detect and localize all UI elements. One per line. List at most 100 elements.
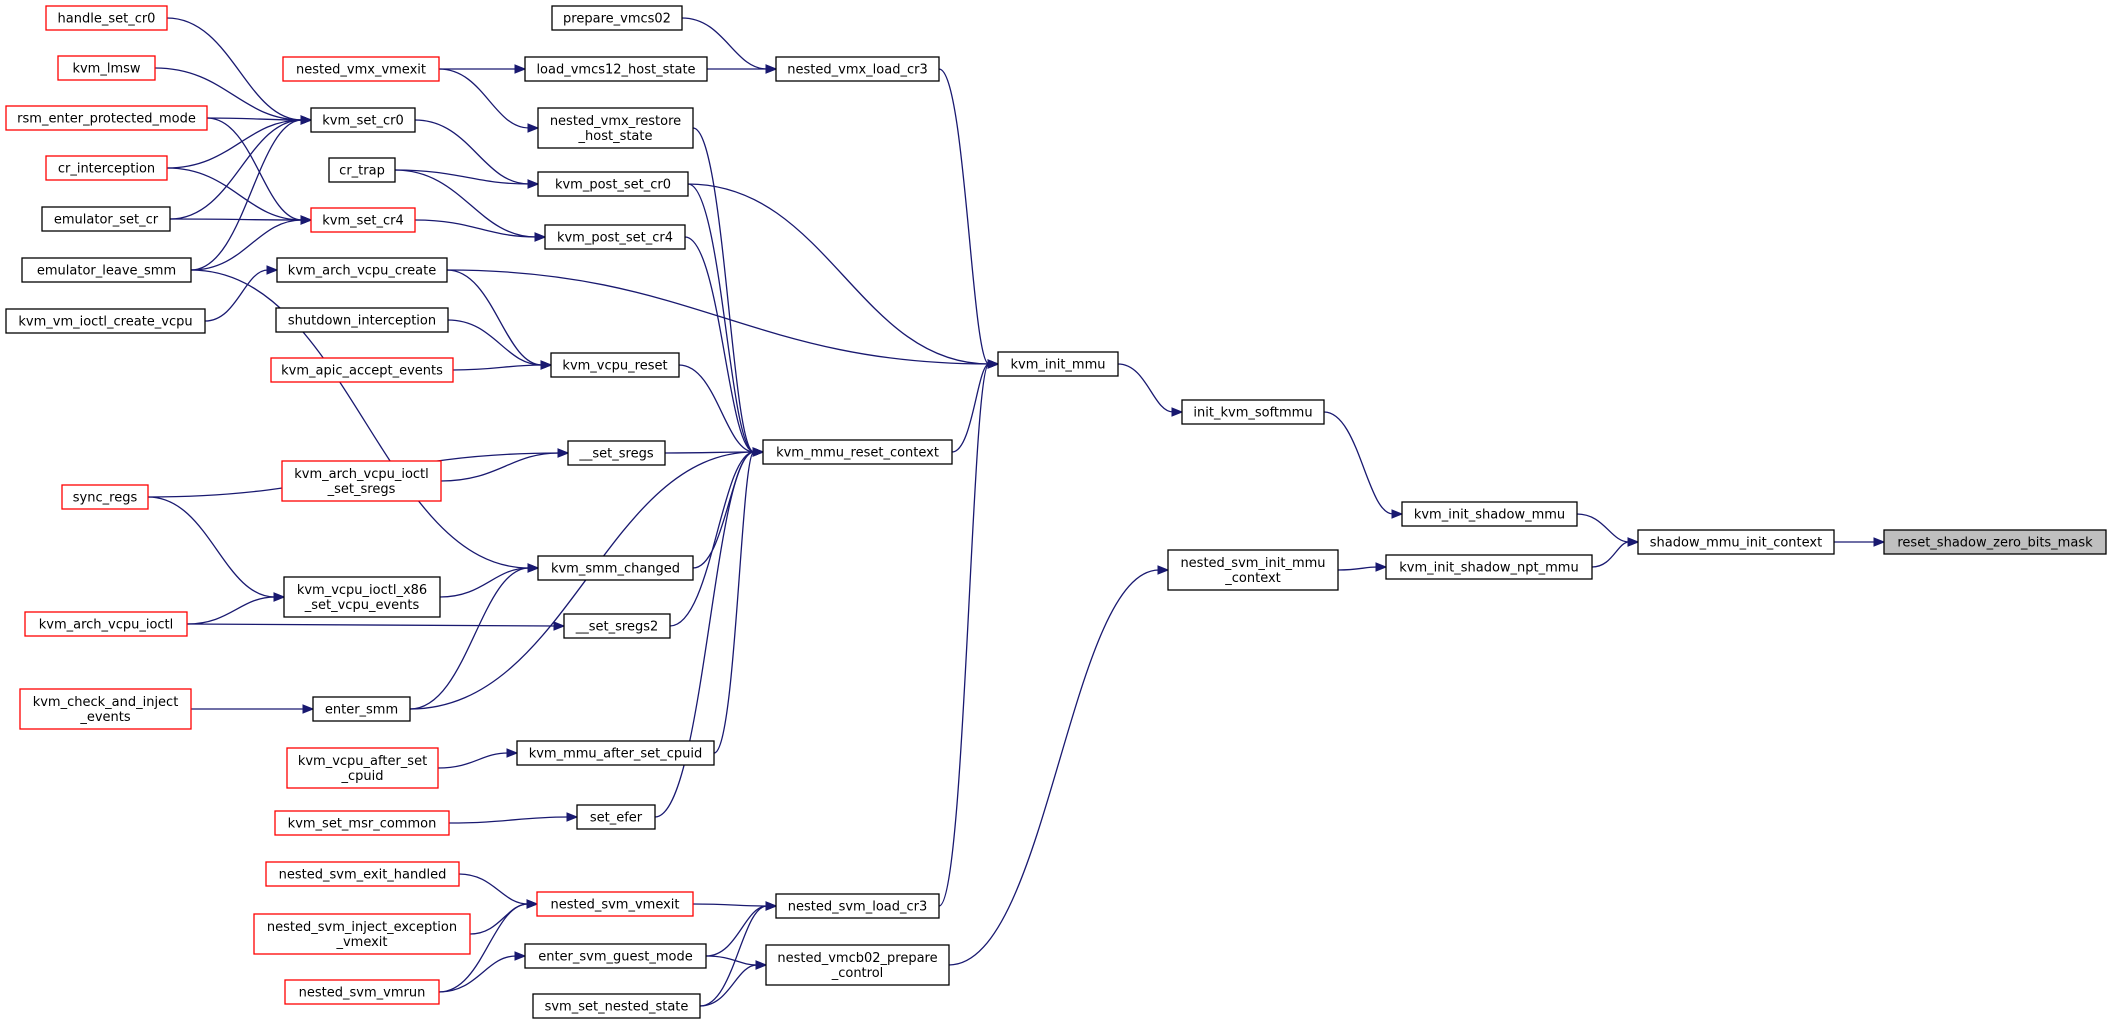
edge-line (186, 623, 556, 627)
node-label: kvm_set_msr_common (288, 817, 437, 832)
node-kvm-set-cr4[interactable]: kvm_set_cr4 (310, 207, 416, 233)
node-nested-svm-vmrun[interactable]: nested_svm_vmrun (284, 979, 440, 1005)
node-label: cr_trap (339, 164, 385, 179)
arrowhead (1171, 407, 1184, 417)
node-nested-vmx-restore-host-state[interactable]: nested_vmx_restore_host_state (537, 107, 694, 149)
node-label: nested_svm_exit_handled (279, 868, 447, 883)
edge-line (169, 119, 303, 220)
node-box (45, 5, 168, 31)
node-kvm-vcpu-after-set-cpuid[interactable]: kvm_vcpu_after_set_cpuid (286, 747, 439, 789)
edge-set-efer-to-kvm-mmu-reset-context (654, 447, 765, 818)
node-kvm-vcpu-reset[interactable]: kvm_vcpu_reset (550, 352, 680, 378)
node-shutdown-interception[interactable]: shutdown_interception (275, 307, 449, 333)
edge-nested-svm-vmrun-to-enter-svm-guest-mode (438, 951, 527, 993)
arrowhead (527, 563, 540, 573)
node-kvm-lmsw[interactable]: kvm_lmsw (57, 55, 156, 81)
edge-line (654, 451, 755, 818)
node-nested-vmx-load-cr3[interactable]: nested_vmx_load_cr3 (775, 56, 940, 82)
node-label: kvm_vcpu_ioctl_x86 (297, 583, 427, 598)
edge-line (705, 905, 768, 957)
edge-sync-regs-to-kvm-vcpu-ioctl-x86-set-vcpu-events (147, 496, 286, 602)
node-shadow-mmu-init-context[interactable]: shadow_mmu_init_context (1637, 529, 1835, 555)
node-label: _host_state (578, 129, 653, 144)
node-emulator-leave-smm[interactable]: emulator_leave_smm (21, 257, 192, 283)
edge-nested-vmcb02-prepare-control-to-nested-svm-init-mmu-context (948, 565, 1170, 966)
node-label: load_vmcs12_host_state (536, 63, 695, 78)
edge-nested-vmx-vmexit-to-load-vmcs12-host-state (439, 64, 527, 74)
node-kvm-mmu-reset-context[interactable]: kvm_mmu_reset_context (762, 439, 953, 465)
node-box (61, 484, 149, 510)
arrowhead (514, 951, 527, 961)
node-init-kvm-softmmu[interactable]: init_kvm_softmmu (1181, 399, 1325, 425)
edge-line (452, 364, 543, 371)
node-kvm-mmu-after-set-cpuid[interactable]: kvm_mmu_after_set_cpuid (516, 740, 715, 766)
node-sync-regs[interactable]: sync_regs (61, 484, 149, 510)
node-box (328, 157, 396, 183)
node-kvm-init-shadow-mmu[interactable]: kvm_init_shadow_mmu (1401, 501, 1578, 527)
node-kvm-apic-accept-events[interactable]: kvm_apic_accept_events (270, 357, 454, 383)
node-kvm-smm-changed[interactable]: kvm_smm_changed (537, 555, 694, 581)
edge-line (437, 752, 509, 769)
node-nested-vmcb02-prepare-control[interactable]: nested_vmcb02_prepare_control (765, 944, 950, 986)
node-box (270, 357, 454, 383)
node-prepare-vmcs02[interactable]: prepare_vmcs02 (551, 5, 683, 31)
edge-kvm-init-mmu-to-init-kvm-softmmu (1117, 363, 1184, 417)
node-box (537, 555, 694, 581)
node-kvm-check-and-inject-events[interactable]: kvm_check_and_inject_events (19, 688, 192, 730)
edge-line (447, 319, 543, 366)
node-label: _context (1224, 571, 1281, 586)
node-nested-svm-load-cr3[interactable]: nested_svm_load_cr3 (775, 893, 940, 919)
node-label: sync_regs (73, 491, 138, 506)
edge-line (1591, 541, 1630, 568)
node-label: rsm_enter_protected_mode (17, 112, 196, 127)
node-box (5, 105, 208, 131)
node-label: __set_sregs (578, 447, 653, 462)
node-box (276, 257, 448, 283)
node-kvm-arch-vcpu-ioctl[interactable]: kvm_arch_vcpu_ioctl (24, 611, 188, 637)
node-rsm-enter-protected-mode[interactable]: rsm_enter_protected_mode (5, 105, 208, 131)
node-reset-shadow-zero-bits-mask[interactable]: reset_shadow_zero_bits_mask (1883, 529, 2107, 555)
node-enter-smm[interactable]: enter_smm (312, 696, 411, 722)
node-nested-vmx-vmexit[interactable]: nested_vmx_vmexit (282, 56, 440, 82)
edge-line (448, 816, 569, 824)
node-kvm-vm-ioctl-create-vcpu[interactable]: kvm_vm_ioctl_create_vcpu (5, 308, 206, 334)
node-kvm-post-set-cr4[interactable]: kvm_post_set_cr4 (544, 224, 686, 250)
node-cr-trap[interactable]: cr_trap (328, 157, 396, 183)
node-svm-set-nested-state[interactable]: svm_set_nested_state (532, 993, 701, 1019)
edge-line (699, 905, 768, 1007)
edge-line (414, 119, 530, 185)
node-nested-svm-exit-handled[interactable]: nested_svm_exit_handled (265, 861, 460, 887)
node-nested-svm-inject-exception-vmexit[interactable]: nested_svm_inject_exception_vmexit (253, 913, 471, 955)
node-label: kvm_arch_vcpu_create (288, 264, 436, 279)
node-nested-svm-init-mmu-context[interactable]: nested_svm_init_mmu_context (1167, 549, 1339, 591)
node-kvm-set-cr0[interactable]: kvm_set_cr0 (310, 107, 416, 133)
node-kvm-set-msr-common[interactable]: kvm_set_msr_common (274, 810, 450, 836)
node-set-efer[interactable]: set_efer (576, 804, 656, 830)
node-handle-set-cr0[interactable]: handle_set_cr0 (45, 5, 168, 31)
node-set-sregs2[interactable]: __set_sregs2 (563, 613, 671, 639)
node-load-vmcs12-host-state[interactable]: load_vmcs12_host_state (524, 56, 708, 82)
node-label: emulator_set_cr (54, 213, 159, 228)
edge-line (440, 452, 560, 482)
node-kvm-arch-vcpu-ioctl-set-sregs[interactable]: kvm_arch_vcpu_ioctl_set_sregs (281, 460, 442, 502)
node-kvm-init-mmu[interactable]: kvm_init_mmu (997, 351, 1119, 377)
node-box (567, 440, 666, 466)
node-box (19, 688, 192, 730)
node-cr-interception[interactable]: cr_interception (45, 155, 168, 181)
arrowhead (300, 215, 313, 225)
node-emulator-set-cr[interactable]: emulator_set_cr (41, 206, 171, 232)
node-enter-svm-guest-mode[interactable]: enter_svm_guest_mode (524, 943, 707, 969)
edge-emulator-leave-smm-to-kvm-set-cr4 (190, 215, 313, 271)
node-kvm-init-shadow-npt-mmu[interactable]: kvm_init_shadow_npt_mmu (1385, 554, 1593, 580)
node-box (524, 56, 708, 82)
node-box (516, 740, 715, 766)
node-kvm-post-set-cr0[interactable]: kvm_post_set_cr0 (537, 171, 689, 197)
node-box (775, 56, 940, 82)
node-set-sregs[interactable]: __set_sregs (567, 440, 666, 466)
node-kvm-vcpu-ioctl-x86-set-vcpu-events[interactable]: kvm_vcpu_ioctl_x86_set_vcpu_events (283, 576, 441, 618)
edge-init-kvm-softmmu-to-kvm-init-shadow-mmu (1323, 411, 1404, 519)
node-nested-svm-vmexit[interactable]: nested_svm_vmexit (536, 891, 694, 917)
node-kvm-arch-vcpu-create[interactable]: kvm_arch_vcpu_create (276, 257, 448, 283)
edge-kvm-vm-ioctl-create-vcpu-to-kvm-arch-vcpu-create (204, 265, 279, 322)
